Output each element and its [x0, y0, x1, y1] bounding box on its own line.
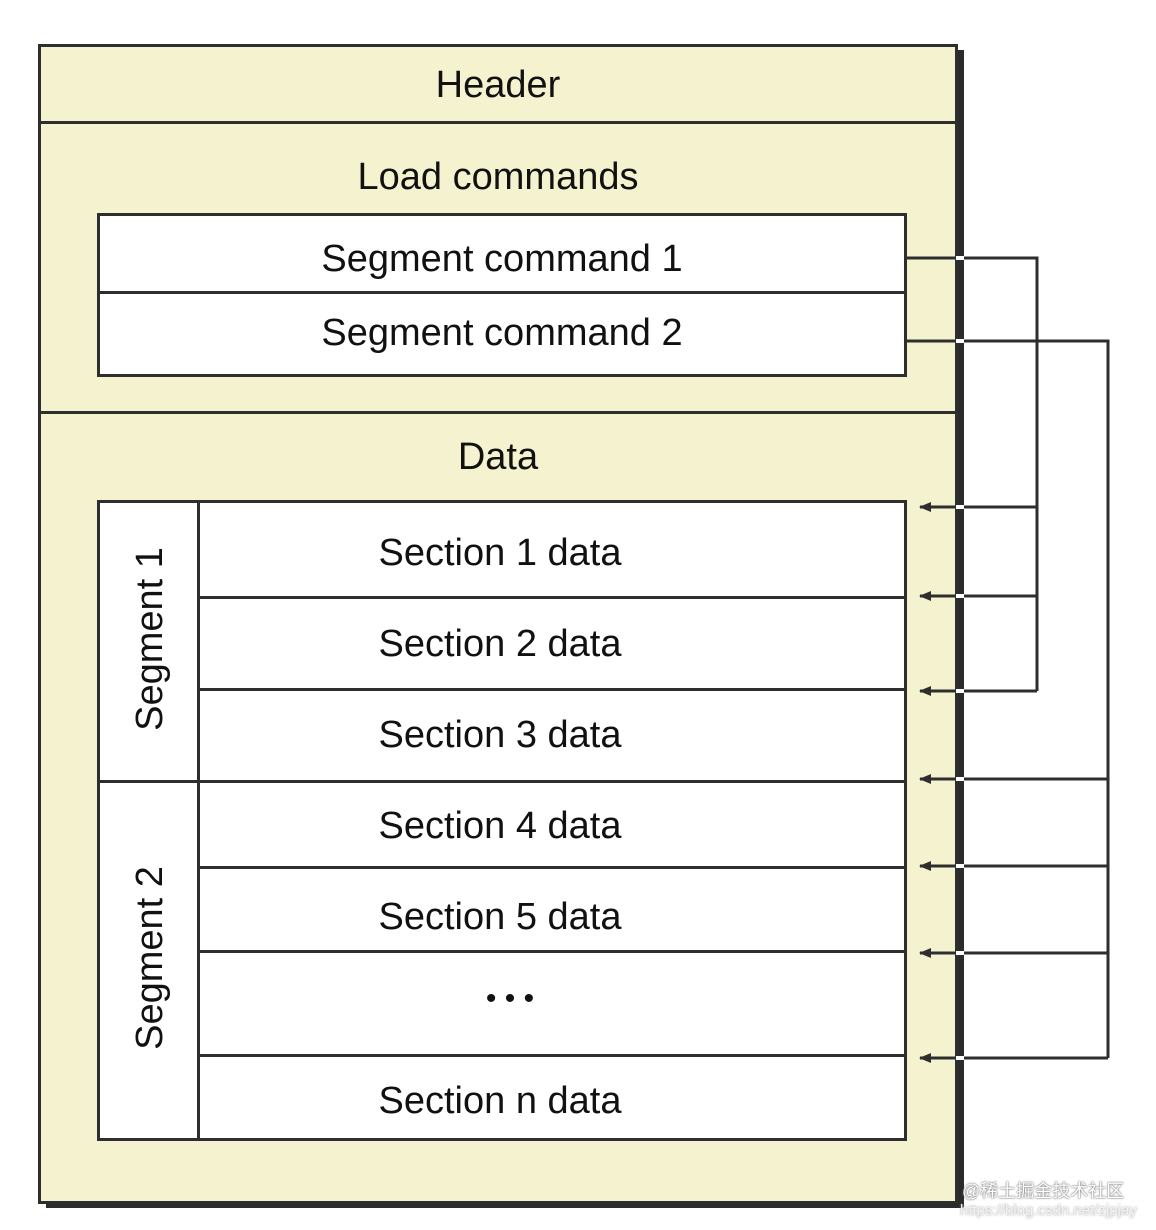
header-label: Header	[435, 64, 561, 106]
segment-divider	[97, 780, 907, 783]
section-divider	[197, 950, 907, 953]
segment-commands-divider	[97, 291, 907, 294]
segment-commands-box	[97, 213, 907, 377]
section-3-label: Section 3 data	[378, 714, 622, 756]
segment-command-2-label: Segment command 2	[321, 312, 683, 354]
section-divider	[197, 1054, 907, 1057]
segment-2-connector	[907, 339, 1110, 1063]
segment-2-trunk	[907, 339, 1110, 1058]
segment-column-divider	[197, 500, 200, 1141]
header-divider	[38, 121, 958, 124]
section-divider	[197, 688, 907, 691]
section-5-label: Section 5 data	[378, 896, 622, 938]
section-4-label: Section 4 data	[378, 805, 622, 847]
ellipsis-label: • • •	[485, 982, 535, 1015]
segment-1-trunk	[907, 256, 1039, 691]
watermark-csdn: https://blog.csdn.net/zjpjay	[960, 1202, 1137, 1219]
section-divider	[197, 866, 907, 869]
segment-1-connector	[907, 256, 1039, 696]
sections-box	[97, 500, 907, 1141]
load-commands-divider	[38, 411, 958, 414]
data-label: Data	[457, 436, 539, 478]
watermark-juejin: @稀土掘金技术社区	[962, 1181, 1125, 1201]
section-2-label: Section 2 data	[378, 623, 622, 665]
segment-command-1-label: Segment command 1	[321, 238, 683, 280]
section-n-label: Section n data	[378, 1080, 622, 1122]
section-1-label: Section 1 data	[378, 532, 622, 574]
load-commands-label: Load commands	[357, 156, 639, 198]
section-divider	[197, 596, 907, 599]
